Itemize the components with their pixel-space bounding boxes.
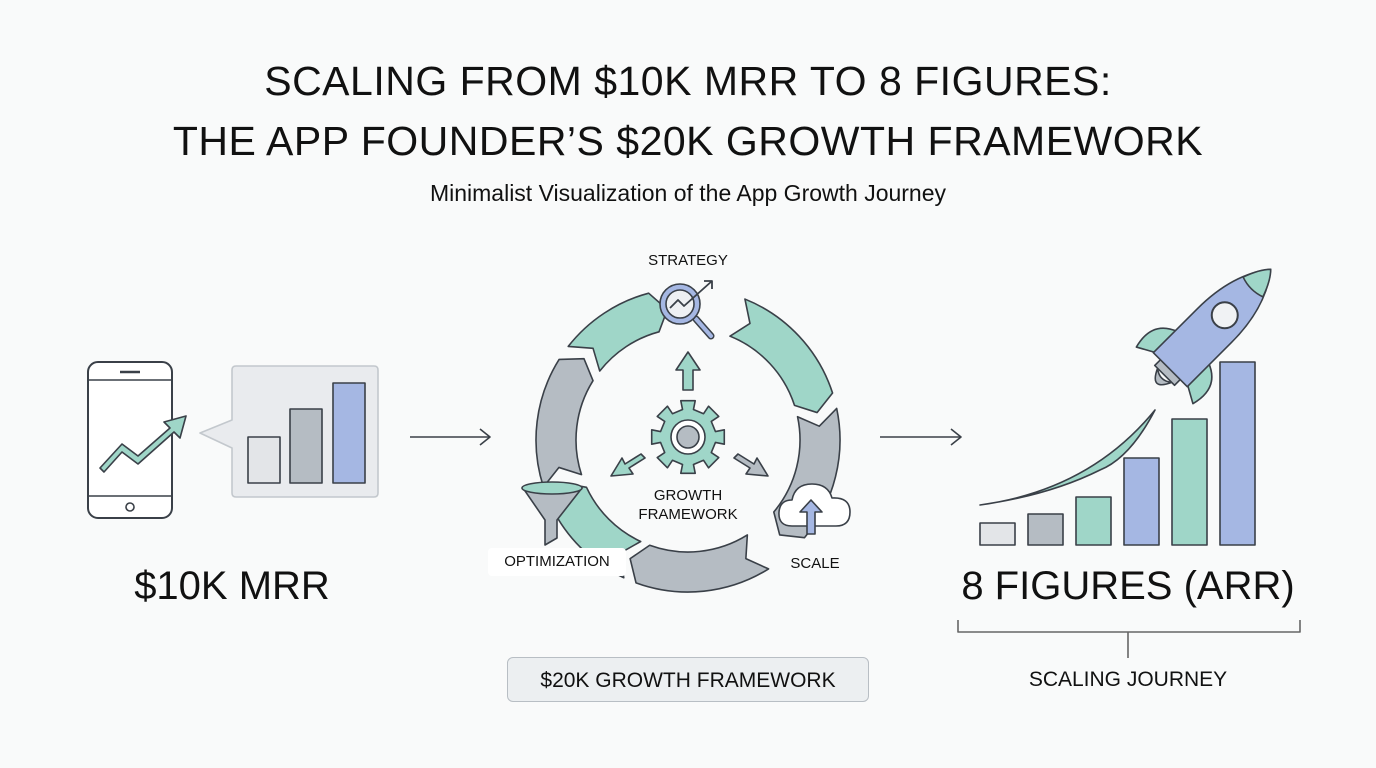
end-label: 8 FIGURES (ARR)	[961, 564, 1295, 608]
phone-growth-icon	[87, 361, 187, 519]
arrow-right-icon	[410, 428, 491, 446]
arrow-down-right-icon	[733, 453, 769, 477]
ring-segment-3	[629, 534, 770, 593]
growth-bar-1	[979, 522, 1016, 546]
arrow-up-icon	[675, 351, 701, 391]
subtitle: Minimalist Visualization of the App Grow…	[429, 180, 947, 206]
bar-3	[332, 382, 366, 484]
bracket	[957, 620, 1301, 658]
growth-bar-3	[1075, 496, 1112, 546]
growth-bar-2	[1027, 513, 1064, 546]
ring-segment-1	[729, 298, 834, 414]
growth-bar-4	[1123, 457, 1160, 546]
framework-label: FRAMEWORK	[638, 506, 738, 523]
speech-bubble-bar-chart	[199, 365, 379, 498]
growth-framework-box: $20K GROWTH FRAMEWORK	[507, 657, 869, 702]
growth-bar-chart	[979, 361, 1256, 546]
ring-segment-6	[567, 292, 669, 372]
growth-label: GROWTH	[653, 487, 723, 504]
gear-icon	[650, 399, 726, 475]
rocket-trail	[979, 409, 1156, 506]
start-label: $10K MRR	[134, 564, 330, 608]
magnifier-chart-icon	[659, 280, 715, 340]
ring-segment-5	[535, 357, 594, 488]
strategy-label: STRATEGY	[648, 252, 728, 269]
rocket-icon	[1135, 268, 1272, 405]
growth-bar-6	[1219, 361, 1256, 546]
optimization-label: OPTIMIZATION	[488, 548, 626, 576]
title-line-2: THE APP FOUNDER’S $20K GROWTH FRAMEWORK	[172, 118, 1204, 164]
arrow-right-icon	[880, 428, 962, 446]
bar-2	[289, 408, 323, 484]
title-line-1: SCALING FROM $10K MRR TO 8 FIGURES:	[264, 58, 1112, 104]
funnel-icon	[521, 481, 583, 546]
scaling-journey-label: SCALING JOURNEY	[1028, 668, 1228, 691]
cloud-upload-icon	[778, 483, 851, 535]
scale-label: SCALE	[790, 555, 840, 572]
arrow-down-left-icon	[610, 453, 646, 477]
bar-1	[247, 436, 281, 484]
growth-bar-5	[1171, 418, 1208, 546]
